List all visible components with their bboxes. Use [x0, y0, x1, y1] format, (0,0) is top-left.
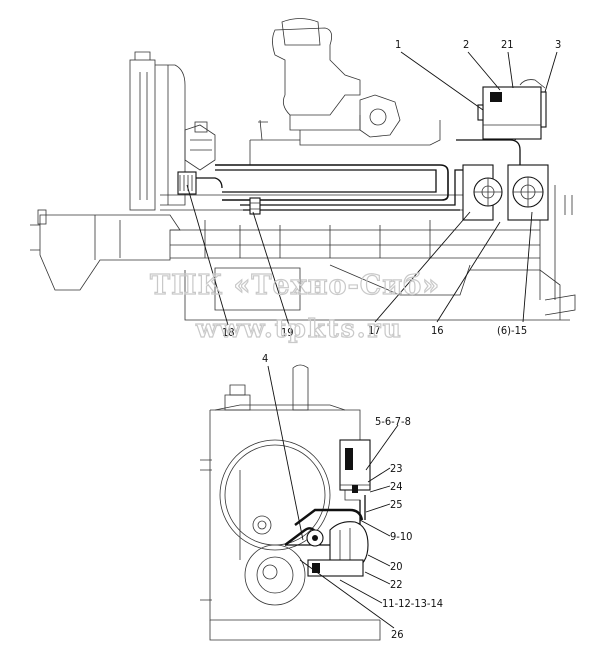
callout-23: 23 [390, 462, 403, 475]
callout-18: 18 [222, 326, 235, 339]
small-pulley [244, 515, 306, 606]
callout-19: 19 [281, 326, 294, 339]
callout-3: 3 [555, 38, 561, 51]
callout-17: 17 [368, 324, 381, 337]
chassis-frame [30, 180, 576, 321]
callout-25: 25 [390, 498, 403, 511]
callout-labels: 1 2 21 3 18 19 17 16 (6)-15 4 5-6-7-8 23… [222, 38, 561, 641]
callout-22: 22 [390, 578, 403, 591]
bottom-assembly-view [200, 364, 381, 641]
callout-4: 4 [262, 352, 268, 365]
tank-15 [507, 164, 549, 221]
tank-16 [462, 164, 503, 221]
radiator [129, 51, 186, 211]
callout-11-12-13-14: 11-12-13-14 [382, 597, 443, 610]
callout-9-10: 9-10 [390, 530, 412, 543]
callout-26: 26 [391, 628, 404, 641]
engine-block [249, 18, 441, 165]
watermark: ТПК «Техно-Сиб» www.tpkts.ru [149, 269, 440, 343]
leader-lines [186, 51, 558, 629]
callout-5-6-7-8: 5-6-7-8 [375, 415, 411, 428]
fan-assembly [184, 121, 216, 171]
callout-24: 24 [390, 480, 403, 493]
callout-1: 1 [395, 38, 401, 51]
coupling-4 [306, 529, 324, 547]
heater-unit-5-8 [339, 439, 371, 493]
heater-box-21 [477, 79, 547, 140]
watermark-url: www.tpkts.ru [195, 314, 403, 343]
watermark-company: ТПК «Техно-Сиб» [150, 270, 440, 301]
callout-21: 21 [501, 38, 514, 51]
filter-19 [249, 197, 261, 215]
callout-2: 2 [463, 38, 469, 51]
heater-18 [177, 171, 223, 195]
motor-22 [307, 559, 364, 577]
top-assembly-view [30, 18, 576, 321]
callout-16: 16 [431, 324, 444, 337]
callout-20: 20 [390, 560, 403, 573]
callout-6-15: (6)-15 [497, 324, 527, 337]
